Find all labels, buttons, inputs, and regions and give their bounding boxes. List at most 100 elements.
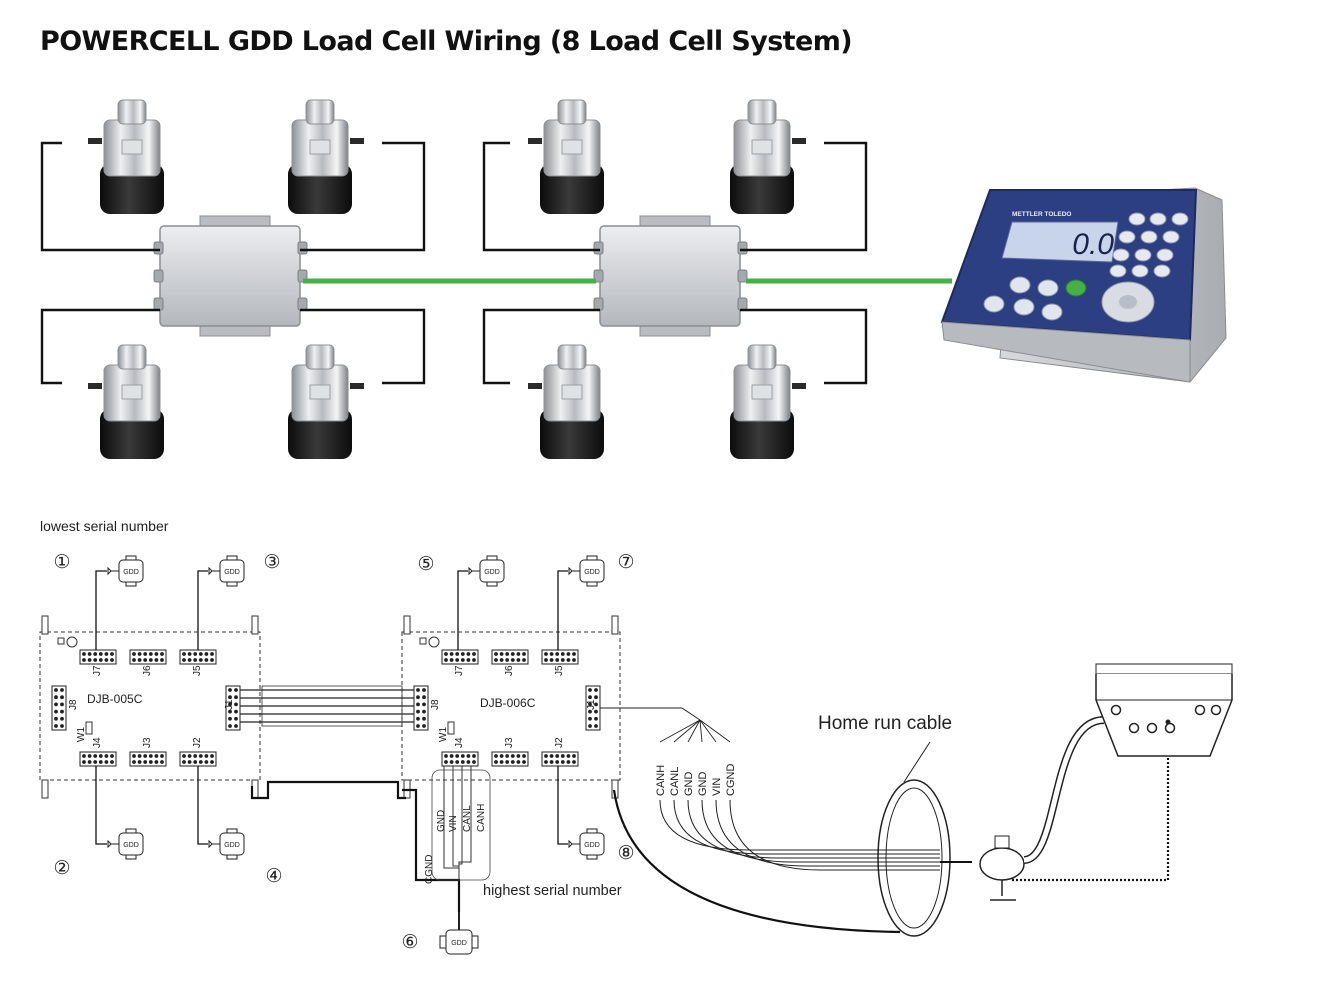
terminal-pin [449, 754, 454, 758]
jack-terminal [79, 649, 117, 665]
home-run-wire [659, 799, 940, 851]
terminal-pin [228, 724, 232, 728]
terminal-pin [110, 658, 114, 662]
cable-cell-6 [740, 141, 868, 252]
terminal-key [1140, 230, 1158, 244]
terminal-pin [154, 652, 159, 656]
terminal-pin [594, 716, 598, 721]
gdd-sensor-6: GDD [439, 912, 479, 955]
terminal-key [1112, 248, 1130, 262]
box-screw-square [419, 637, 427, 645]
gdd-bottom [226, 854, 238, 860]
terminal-pin [87, 652, 92, 656]
load-cell-photo-6 [730, 99, 806, 214]
jack-label: J8 [430, 699, 441, 710]
gdd-sensor: GDD [107, 828, 144, 860]
cell-number: ④ [265, 866, 282, 887]
terminal-pin [499, 652, 504, 656]
terminal-function-key [1041, 303, 1063, 321]
terminal-pin [143, 658, 148, 662]
terminal-pin [137, 652, 142, 656]
terminal-pin [522, 652, 526, 656]
home-run-cable-label: Home run cable [818, 713, 952, 734]
signal-label: CANH [655, 765, 667, 796]
cable-cell-4 [300, 308, 426, 385]
terminal-pin [87, 760, 92, 764]
signal-label: CANL [669, 767, 681, 796]
terminal-pin [422, 688, 426, 692]
terminal-pin [54, 716, 58, 721]
fan-wire [673, 719, 701, 743]
signal-label: GND [436, 810, 447, 832]
terminal-pin [210, 652, 214, 656]
terminal-pin [93, 658, 98, 662]
jack-label: J6 [504, 665, 515, 676]
gdd-top [125, 828, 137, 834]
terminal-pin [154, 754, 159, 758]
terminal-pin [228, 688, 232, 692]
gdd-connector [107, 839, 119, 849]
terminal-pin [455, 658, 460, 662]
home-run-wire [729, 799, 940, 871]
terminal-pin [198, 652, 203, 656]
fan-wire [687, 719, 701, 743]
terminal-cable-inner [1023, 717, 1105, 863]
jack-label: J1 [224, 699, 235, 710]
terminal-enter-key[interactable] [1065, 279, 1087, 297]
sensor-wire-1 [95, 570, 107, 650]
terminal-pin [60, 716, 64, 721]
terminal-pin [160, 652, 164, 656]
cable-cell-5 [482, 141, 600, 252]
cable-gland [737, 241, 748, 255]
jack-terminal [179, 751, 217, 767]
terminal-pin [522, 658, 526, 662]
gdd-bottom [586, 581, 598, 587]
terminal-pin [60, 702, 64, 707]
terminal-pin [210, 760, 214, 764]
terminal-pin [444, 652, 448, 656]
terminal-pin [494, 658, 498, 662]
terminal-pin [137, 754, 142, 758]
terminal-pin [544, 658, 548, 662]
jack-label: J4 [454, 737, 465, 748]
gdd-label: GDD [123, 569, 139, 576]
terminal-pin [148, 658, 153, 662]
terminal-block [441, 649, 479, 665]
jack-label: J5 [192, 665, 203, 676]
terminal-pin [510, 652, 515, 656]
terminal-pin [588, 702, 592, 707]
terminal-nav-pad[interactable] [1101, 281, 1155, 323]
terminal-pin [555, 760, 560, 764]
gdd-connector [568, 566, 580, 576]
terminal-pin [110, 760, 114, 764]
load-cell-photo-4 [288, 344, 364, 459]
terminal-pin [193, 760, 198, 764]
cable-gland [297, 297, 308, 311]
terminal-key [1156, 248, 1174, 262]
terminal-pin [187, 658, 192, 662]
load-cell-label-plate [309, 139, 331, 155]
signal-label: VIN [711, 778, 723, 796]
terminal-function-key [1013, 298, 1035, 316]
terminal-port [1164, 722, 1176, 734]
terminal-pin [460, 754, 465, 758]
terminal-pin [193, 652, 198, 656]
terminal-pin [588, 709, 592, 714]
terminal-pin [416, 688, 420, 692]
load-cell-cap [117, 344, 147, 370]
load-cell-connector [350, 383, 364, 389]
load-cell-cap [117, 99, 147, 125]
terminal-block [79, 751, 117, 767]
terminal-pin [234, 695, 238, 700]
terminal-block [491, 649, 529, 665]
terminal-pin [132, 760, 136, 764]
cell-number: ⑧ [617, 843, 634, 864]
terminal-pin [204, 760, 209, 764]
gdd-bottom [125, 854, 137, 860]
terminal-pin [522, 754, 526, 758]
terminal-pin [228, 709, 232, 714]
terminal-key [1149, 212, 1167, 226]
jack-terminal-j8 [413, 685, 429, 731]
